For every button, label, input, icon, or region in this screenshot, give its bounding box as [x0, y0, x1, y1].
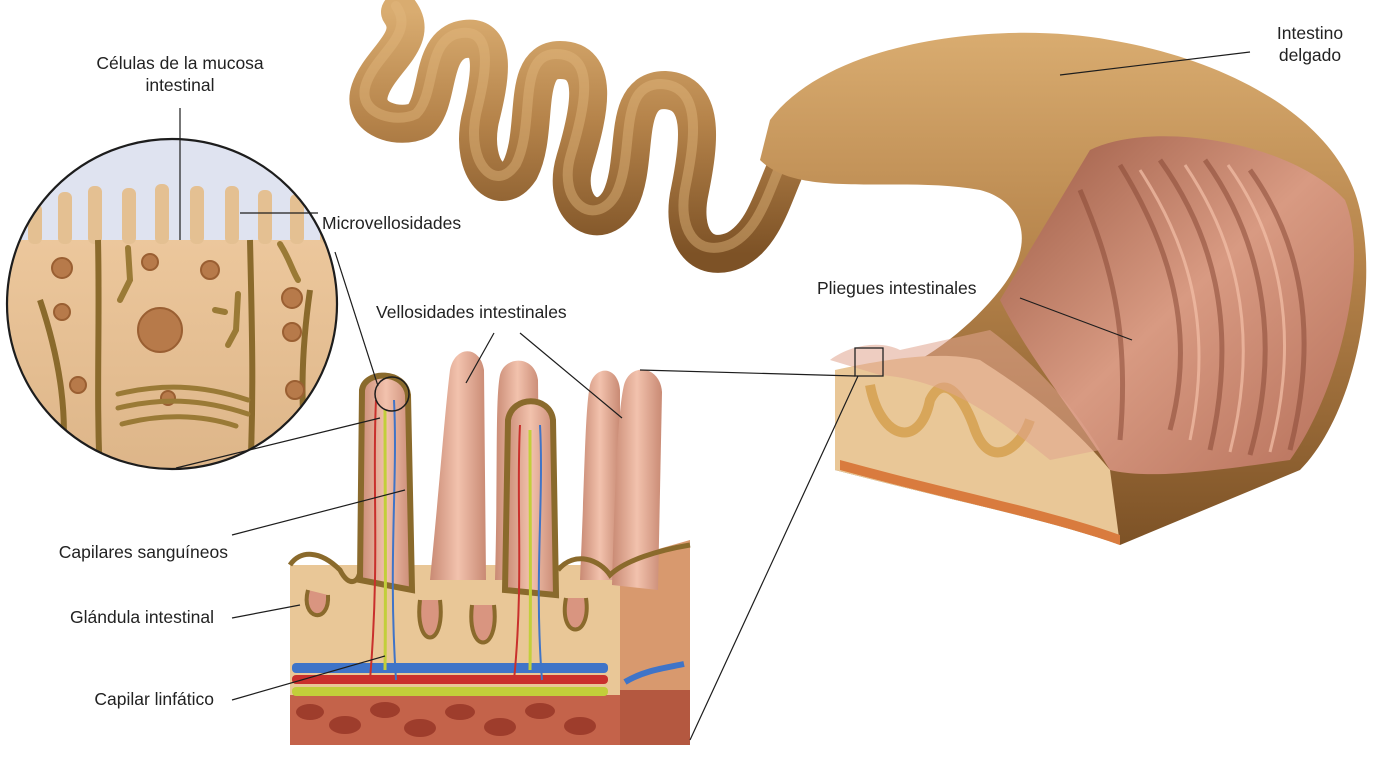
cells-mucosa-label-line2: intestinal — [50, 74, 310, 96]
lymph-capillary-label: Capilar linfático — [0, 688, 214, 710]
villi — [360, 351, 662, 595]
small-intestine-label-line1: Intestino — [1250, 22, 1370, 44]
muscle-layer — [290, 690, 690, 745]
cells-mucosa-label: Células de la mucosa intestinal — [50, 52, 310, 96]
small-intestine-label: Intestino delgado — [1250, 22, 1370, 66]
small-intestine-label-line2: delgado — [1250, 44, 1370, 66]
gland-label: Glándula intestinal — [0, 606, 214, 628]
villi-label: Vellosidades intestinales — [376, 301, 567, 323]
folds-label: Pliegues intestinales — [817, 277, 977, 299]
cells-mucosa-label-line1: Células de la mucosa — [50, 52, 310, 74]
blood-capillaries-label: Capilares sanguíneos — [0, 541, 228, 563]
villi-block — [290, 351, 690, 745]
microvilli-label: Microvellosidades — [322, 212, 461, 234]
